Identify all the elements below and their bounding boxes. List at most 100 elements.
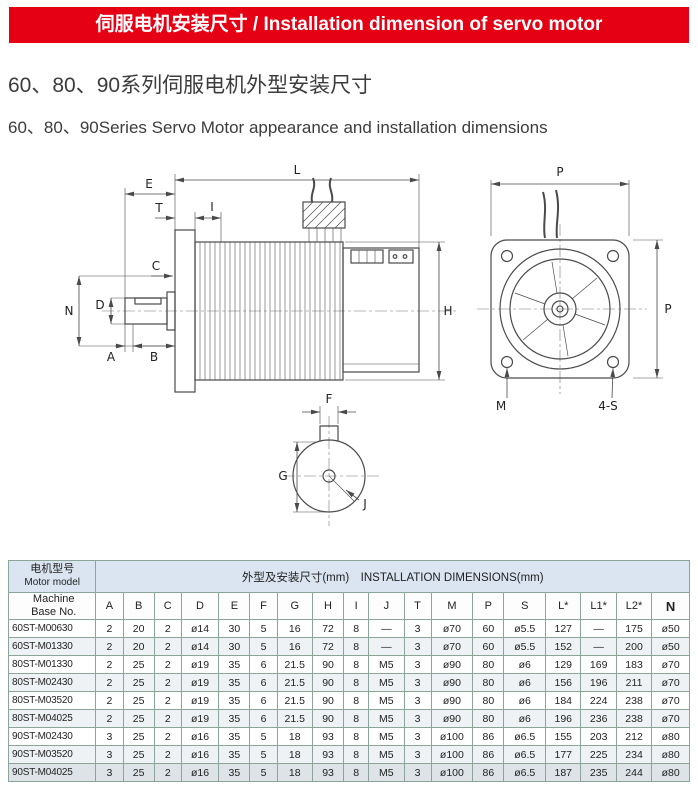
dimension-cell: ø90 [430, 655, 474, 675]
dimension-cell: 20 [122, 619, 155, 639]
dimension-cell: 6 [249, 673, 278, 693]
dimension-cell: ø50 [651, 637, 690, 657]
dimension-cell: 8 [343, 673, 370, 693]
motor-model-cell: 90ST-M03520 [7, 745, 97, 765]
dimension-cell: ø19 [180, 709, 220, 729]
dimension-cell: 8 [343, 619, 370, 639]
dimension-cell: ø14 [180, 637, 220, 657]
dimension-cell: 244 [615, 763, 653, 783]
dimension-cell: 129 [545, 655, 582, 675]
dimension-cell: 35 [218, 673, 251, 693]
dim-label-b: B [150, 350, 158, 364]
dimension-cell: 90 [311, 709, 345, 729]
col-header-i: I [343, 591, 370, 621]
dimension-cell: 6 [249, 655, 278, 675]
dimension-cell: 224 [580, 691, 617, 711]
dimension-cell: 90 [311, 655, 345, 675]
dim-label-f: F [326, 392, 333, 406]
dimension-cell: 25 [122, 745, 155, 765]
dimension-cell: 21.5 [276, 655, 313, 675]
dimension-cell: 25 [122, 691, 155, 711]
dimension-cell: 25 [122, 655, 155, 675]
dimension-cell: 86 [472, 745, 505, 765]
dimension-cell: 196 [545, 709, 582, 729]
heading-en: 60、80、90Series Servo Motor appearance an… [8, 118, 548, 137]
dimension-cell: 5 [249, 763, 278, 783]
dimension-cell: 2 [153, 691, 182, 711]
dimension-cell: M5 [368, 745, 405, 765]
dimension-cell: 86 [472, 727, 505, 747]
dim-label-h: H [443, 304, 452, 318]
dimension-cell: 8 [343, 637, 370, 657]
dimension-cell: 2 [95, 673, 124, 693]
dimension-cell: — [368, 619, 405, 639]
dim-label-g: G [278, 469, 287, 483]
dimension-cell: 60 [472, 619, 505, 639]
col-header-d: D [180, 591, 220, 621]
dimension-cell: 30 [218, 637, 251, 657]
machine-base-header: Machine Base No. [7, 591, 97, 621]
model-header-en: Motor model [24, 577, 80, 589]
dimension-cell: ø16 [180, 763, 220, 783]
dimension-cell: ø5.5 [503, 619, 547, 639]
dimension-cell: 8 [343, 745, 370, 765]
dimension-cell: 2 [95, 619, 124, 639]
dimension-cell: 236 [580, 709, 617, 729]
dimension-cell: ø5.5 [503, 637, 547, 657]
dimension-cell: 169 [580, 655, 617, 675]
dimension-cell: ø70 [430, 619, 474, 639]
dimension-cell: M5 [368, 709, 405, 729]
dimension-cell: 3 [403, 763, 432, 783]
dimension-cell: 60 [472, 637, 505, 657]
dimension-cell: 5 [249, 745, 278, 765]
dim-label-m: M [496, 399, 506, 413]
dimension-cell: 25 [122, 709, 155, 729]
dimension-cell: 25 [122, 673, 155, 693]
dimension-cell: M5 [368, 763, 405, 783]
dimension-cell: 21.5 [276, 691, 313, 711]
dimension-cell: ø100 [430, 745, 474, 765]
dimension-cell: 8 [343, 655, 370, 675]
dimension-cell: 2 [95, 709, 124, 729]
dimension-cell: 2 [153, 727, 182, 747]
dim-label-l: L [294, 163, 301, 177]
col-header-lstar: L* [545, 591, 582, 621]
dimension-cell: ø70 [651, 673, 690, 693]
dimension-cell: 18 [276, 745, 313, 765]
dimension-cell: 3 [95, 727, 124, 747]
dimension-cell: 235 [580, 763, 617, 783]
dimension-cell: ø70 [651, 655, 690, 675]
dimension-cell: 3 [403, 745, 432, 765]
dimension-cell: ø19 [180, 673, 220, 693]
dimension-cell: 156 [545, 673, 582, 693]
dimension-cell: 5 [249, 619, 278, 639]
dimension-cell: 2 [95, 655, 124, 675]
col-header-e: E [218, 591, 251, 621]
dim-label-i: I [210, 200, 214, 214]
dimension-cell: ø80 [651, 763, 690, 783]
dimension-cell: ø70 [651, 709, 690, 729]
dimension-cell: 187 [545, 763, 582, 783]
col-header-f: F [249, 591, 278, 621]
dimension-cell: ø70 [430, 637, 474, 657]
col-header-g: G [276, 591, 313, 621]
dim-label-d: D [95, 298, 104, 312]
dimension-cell: 25 [122, 727, 155, 747]
dimension-cell: 3 [403, 709, 432, 729]
dimension-cell: 8 [343, 709, 370, 729]
dimension-cell: ø6.5 [503, 745, 547, 765]
dimension-cell: 25 [122, 763, 155, 783]
col-header-p: P [472, 591, 505, 621]
dimension-cell: 21.5 [276, 709, 313, 729]
dimension-cell: ø70 [651, 691, 690, 711]
dimension-cell: M5 [368, 655, 405, 675]
model-column-header: 电机型号 Motor model [7, 560, 97, 593]
dimension-cell: 20 [122, 637, 155, 657]
motor-model-cell: 90ST-M04025 [7, 763, 97, 783]
dim-label-c: C [152, 259, 160, 273]
col-header-l1star: L1* [580, 591, 617, 621]
